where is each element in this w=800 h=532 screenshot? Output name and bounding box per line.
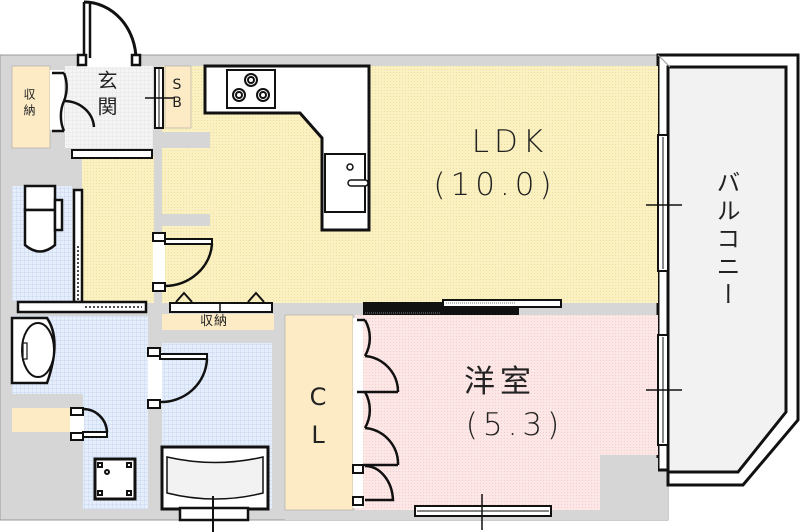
western-name-label: 洋室 <box>464 364 536 400</box>
entrance <box>11 65 192 159</box>
ldk-door-icon <box>152 232 214 292</box>
closet-label: CL <box>304 383 332 459</box>
stove-icon <box>232 73 270 102</box>
room-western <box>355 315 658 510</box>
window-western-icon <box>646 334 682 446</box>
storage-entrance-label: 収納 <box>22 88 36 120</box>
sink-icon <box>324 153 369 213</box>
ldk-name-label: LDK <box>471 124 549 160</box>
bathroom-door-icon <box>147 347 209 409</box>
closet-door-icon <box>352 318 400 506</box>
bathroom <box>147 343 272 532</box>
washroom <box>10 316 148 509</box>
toilet-icon <box>23 184 64 253</box>
bathtub-icon <box>160 445 270 532</box>
ldk-size-label: (10.0) <box>433 167 557 203</box>
ldk-storage <box>162 291 274 330</box>
washing-machine-icon <box>93 457 137 501</box>
front-door-icon <box>76 0 142 67</box>
balcony <box>656 53 800 487</box>
storage-door-icon <box>52 71 96 133</box>
washroom-door-icon <box>70 407 109 441</box>
window-ldk-icon <box>646 134 682 272</box>
storage-ldk-label: 収納 <box>200 314 229 329</box>
sliding-door-icon <box>363 299 562 315</box>
shoebox-label: SB <box>169 77 185 113</box>
closet <box>284 314 354 511</box>
window-south-icon <box>414 494 552 530</box>
kitchen-counter <box>203 64 371 232</box>
western-size-label: (5.3) <box>465 407 565 443</box>
balcony-label: バルコニー <box>712 170 740 310</box>
washbasin-icon <box>10 316 56 385</box>
entrance-label: 玄関 <box>94 70 118 122</box>
toilet-room <box>12 184 148 314</box>
room-ldk <box>82 66 658 303</box>
